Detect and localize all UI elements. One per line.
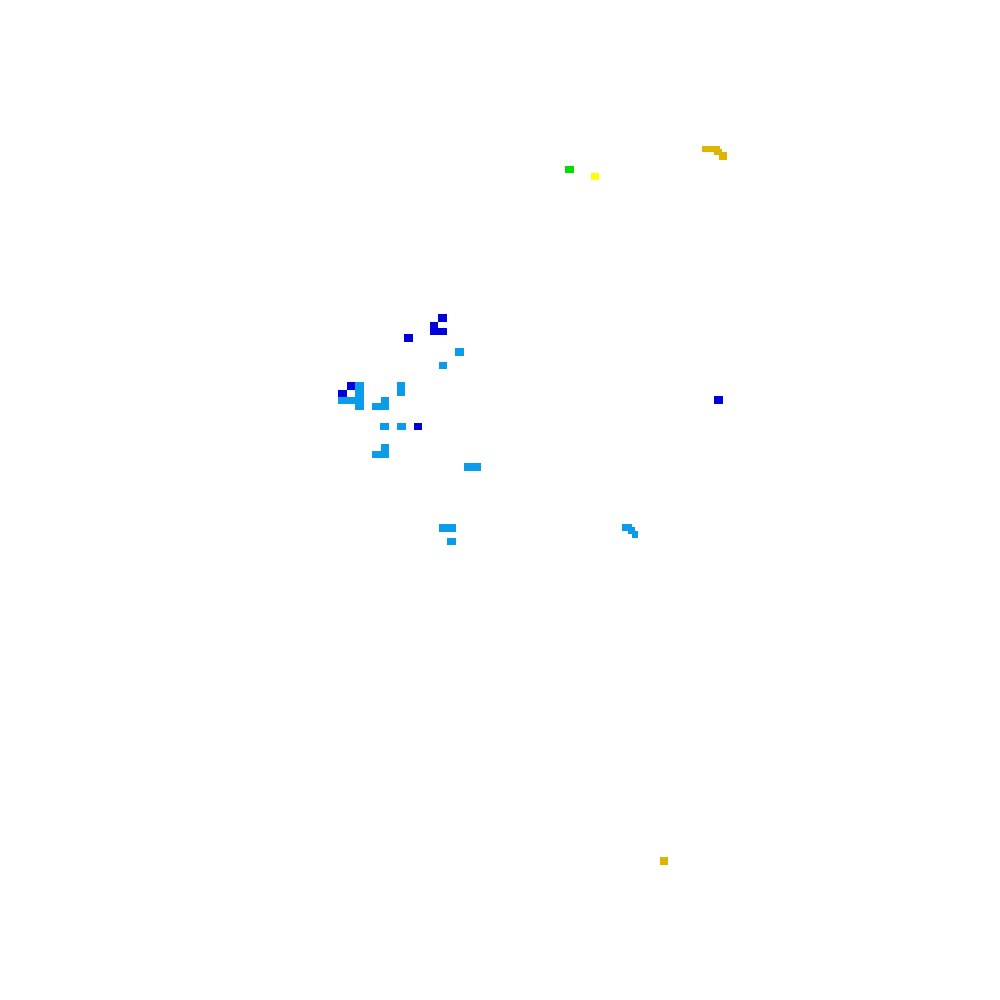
light-blue-block [397, 382, 405, 396]
dark-blue-block [438, 314, 447, 322]
light-blue-block [464, 463, 481, 471]
light-blue-block [372, 403, 389, 410]
light-blue-block [622, 524, 632, 531]
light-blue-block [447, 538, 456, 545]
light-blue-block [338, 397, 364, 404]
light-blue-block [632, 531, 638, 538]
green-block [565, 166, 574, 173]
light-blue-block [381, 444, 389, 456]
light-blue-block [355, 382, 364, 410]
light-blue-block [397, 423, 406, 430]
dark-blue-block [414, 423, 422, 430]
yellow-block [591, 173, 599, 180]
dark-blue-block [347, 382, 355, 390]
gold-block [714, 149, 722, 155]
dark-blue-block [430, 328, 447, 335]
light-blue-block [455, 348, 464, 356]
light-blue-block [439, 524, 456, 532]
light-blue-block [439, 362, 447, 369]
dark-blue-block [338, 390, 347, 398]
light-blue-block [372, 451, 389, 458]
gold-block [660, 857, 668, 865]
light-blue-block [628, 527, 635, 534]
gold-block [702, 146, 720, 152]
gold-block [719, 152, 727, 160]
dark-blue-block [404, 334, 413, 342]
dark-blue-block [714, 396, 723, 404]
light-blue-block [380, 423, 389, 430]
